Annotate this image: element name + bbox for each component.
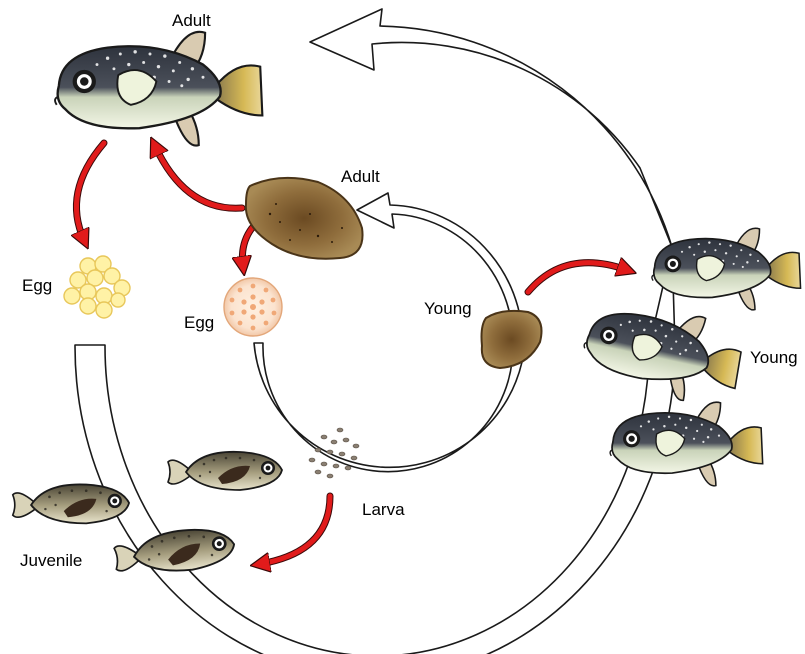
host-adult: [246, 178, 363, 259]
label-host-adult: Adult: [341, 167, 380, 186]
host-young: [482, 311, 542, 368]
label-fish-juvenile: Juvenile: [20, 551, 82, 570]
label-host-young: Young: [424, 299, 472, 318]
host-egg: [224, 278, 282, 336]
label-fish-adult: Adult: [172, 11, 211, 30]
juvenile-fish-1: [13, 484, 129, 523]
larva-cluster: [309, 428, 359, 478]
adult-pufferfish: [55, 32, 262, 146]
label-host-egg: Egg: [184, 313, 214, 332]
juvenile-fish-2: [168, 452, 282, 490]
label-host-larva: Larva: [362, 500, 405, 519]
fish-egg-cluster: [64, 256, 130, 318]
label-fish-young: Young: [750, 348, 798, 367]
label-fish-egg: Egg: [22, 276, 52, 295]
